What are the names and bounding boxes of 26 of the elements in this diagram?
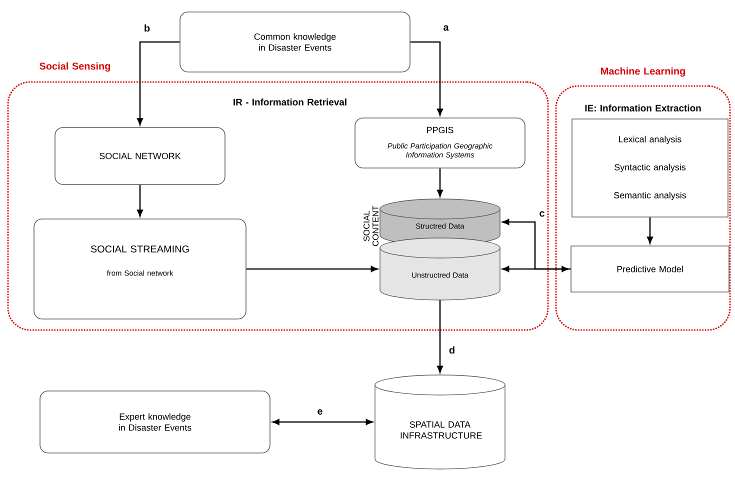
process-box: Predictive Model: [570, 246, 730, 292]
region-heading: Machine Learning: [601, 67, 685, 77]
database-cylinder: SPATIAL DATA INFRASTRUCTURE: [374, 374, 506, 470]
arrow: [647, 217, 653, 244]
process-box: Expert knowledge in Disaster Events: [40, 390, 270, 454]
edge-label: b: [142, 23, 152, 33]
vertical-label: SOCIAL CONTENT: [364, 206, 378, 246]
arrow: [410, 41, 443, 116]
process-box: SOCIAL NETWORK: [54, 127, 226, 185]
process-box: Lexical analysis Syntactic analysis Semantic analysis: [572, 118, 728, 218]
edge-label: d: [448, 345, 456, 355]
region-heading: IR - Information Retrieval: [234, 98, 346, 106]
edge-label: e: [316, 408, 324, 416]
region-heading: Social Sensing: [40, 62, 110, 72]
process-box: Common knowledge in Disaster Events: [180, 12, 410, 72]
arrow: [502, 219, 571, 270]
arrow: [437, 300, 443, 373]
arrow: [246, 266, 378, 272]
arrow: [502, 266, 569, 272]
edge-label: c: [538, 210, 546, 218]
edge-label: a: [442, 24, 450, 32]
arrow: [137, 41, 180, 126]
arrow: [437, 168, 443, 197]
arrow: [272, 419, 373, 425]
arrow: [137, 184, 143, 217]
region-heading: IE: Information Extraction: [585, 104, 701, 112]
